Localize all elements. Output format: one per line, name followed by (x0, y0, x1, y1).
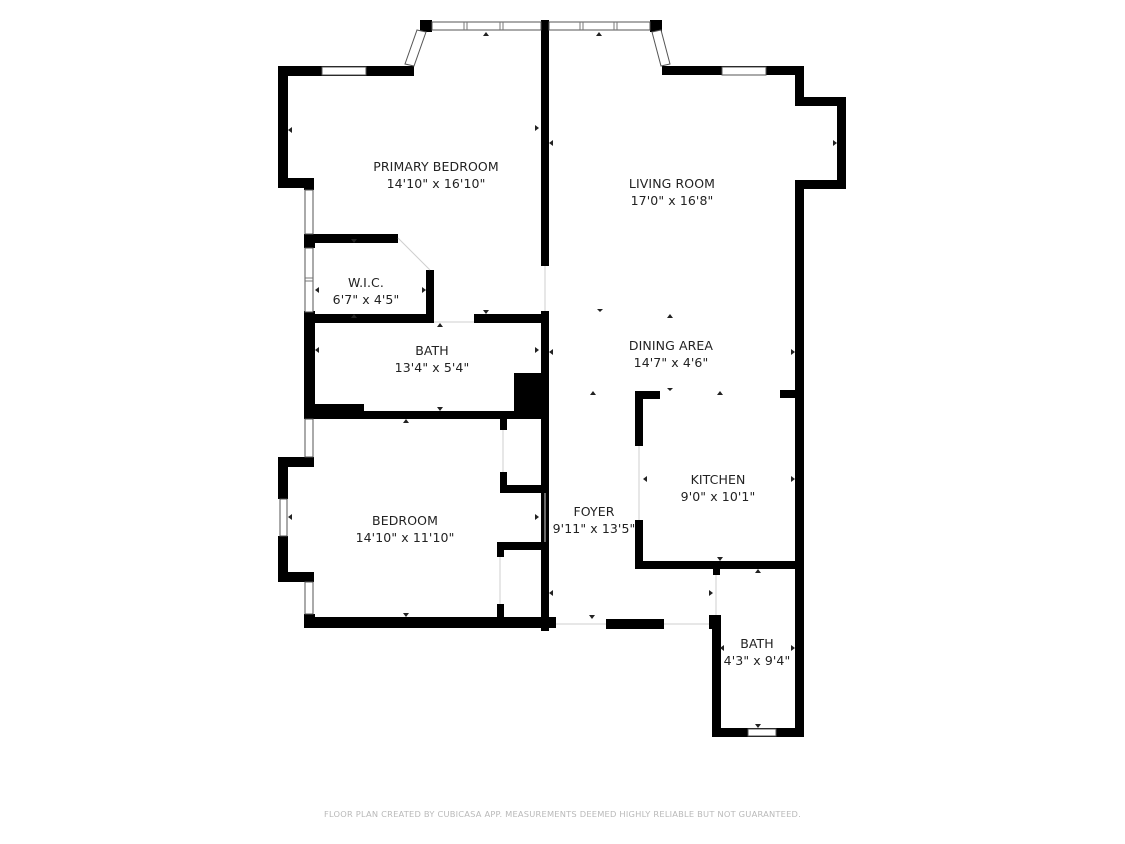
room-dimensions: 17'0" x 16'8" (630, 193, 714, 208)
room-name: LIVING ROOM (628, 176, 716, 191)
room-name: BATH (740, 636, 774, 651)
footer-disclaimer: FLOOR PLAN CREATED BY CUBICASA APP. MEAS… (324, 809, 801, 819)
room-label-dining-area: DINING AREA 14'7" x 4'6" (629, 337, 713, 371)
room-label-kitchen: KITCHEN 9'0" x 10'1" (681, 471, 756, 505)
room-label-wic: W.I.C. 6'7" x 4'5" (333, 274, 400, 308)
room-name: BEDROOM (372, 513, 438, 528)
room-name: KITCHEN (690, 472, 746, 487)
room-dimensions: 6'7" x 4'5" (332, 292, 400, 307)
room-label-foyer: FOYER 9'11" x 13'5" (553, 503, 636, 537)
room-label-bath-1: BATH 13'4" x 5'4" (395, 342, 470, 376)
room-name: DINING AREA (628, 338, 714, 353)
room-label-bath-2: BATH 4'3" x 9'4" (724, 635, 791, 669)
room-dimensions: 14'7" x 4'6" (633, 355, 709, 370)
windows (279, 21, 777, 737)
room-dimensions: 14'10" x 16'10" (386, 176, 486, 191)
room-name: BATH (415, 343, 449, 358)
room-dimensions: 13'4" x 5'4" (394, 360, 470, 375)
measurement-ticks (288, 32, 837, 728)
room-label-living-room: LIVING ROOM 17'0" x 16'8" (629, 175, 715, 209)
room-label-primary-bedroom: PRIMARY BEDROOM 14'10" x 16'10" (373, 158, 499, 192)
room-name: FOYER (573, 504, 615, 519)
walls (278, 20, 846, 737)
door-openings (397, 237, 717, 625)
room-dimensions: 9'0" x 10'1" (680, 489, 756, 504)
room-name: PRIMARY BEDROOM (373, 159, 499, 174)
room-dimensions: 9'11" x 13'5" (552, 521, 636, 536)
room-dimensions: 14'10" x 11'10" (355, 530, 455, 545)
room-label-bedroom: BEDROOM 14'10" x 11'10" (356, 512, 455, 546)
room-dimensions: 4'3" x 9'4" (723, 653, 791, 668)
room-name: W.I.C. (348, 275, 384, 290)
